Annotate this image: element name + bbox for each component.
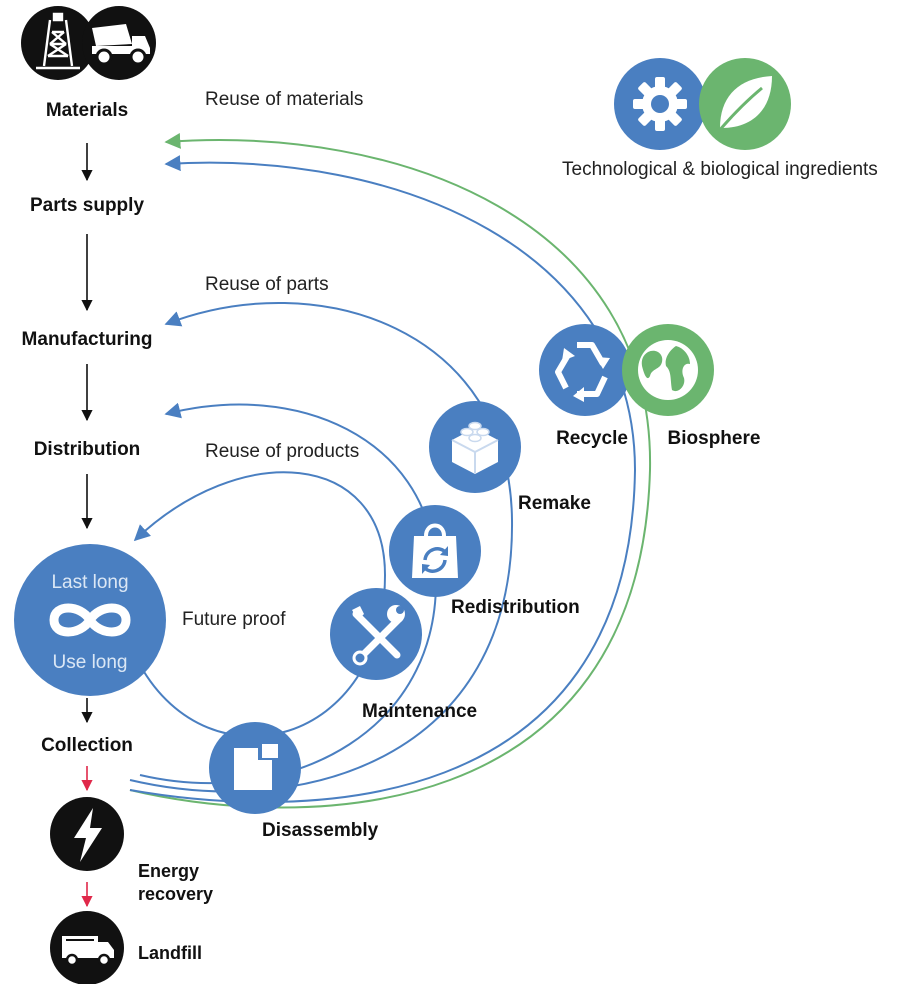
leaf-icon (699, 58, 791, 150)
gear-icon (614, 58, 706, 150)
disassembly-icon (209, 722, 301, 814)
collection-label: Collection (41, 735, 133, 756)
manufacturing-label: Manufacturing (22, 329, 153, 350)
garbage-truck-icon (50, 911, 124, 984)
oil-rig-icon (21, 6, 95, 80)
ingredients-label: Technological & biological ingredients (562, 159, 878, 180)
recycle-label: Recycle (556, 428, 628, 449)
future-proof-label: Future proof (182, 609, 286, 630)
materials-loop-green (129, 132, 652, 809)
distribution-label: Distribution (34, 439, 141, 460)
labels: Materials Parts supply Manufacturing Dis… (22, 89, 878, 963)
redistribution-label: Redistribution (451, 597, 580, 618)
brick-icon (429, 401, 521, 493)
center-circle: Last long Use long (14, 544, 166, 696)
energy-recovery-label-1: Energy (138, 861, 199, 881)
biosphere-label: Biosphere (668, 428, 761, 449)
parts-supply-label: Parts supply (30, 195, 144, 216)
recycle-icon (539, 324, 631, 416)
remake-label: Remake (518, 493, 591, 514)
dump-truck-icon (82, 6, 156, 80)
disassembly-label: Disassembly (262, 820, 379, 841)
materials-label: Materials (46, 100, 128, 121)
reuse-materials-label: Reuse of materials (205, 89, 363, 110)
lightning-icon (50, 797, 124, 871)
reuse-parts-label: Reuse of parts (205, 274, 329, 295)
reuse-products-label: Reuse of products (205, 441, 359, 462)
tools-icon (330, 588, 422, 680)
infinity-icon (49, 603, 131, 637)
center-top-label: Last long (51, 572, 128, 593)
maintenance-label: Maintenance (362, 701, 477, 722)
landfill-label: Landfill (138, 943, 202, 963)
materials-loop-blue (129, 155, 637, 804)
center-bottom-label: Use long (53, 652, 128, 673)
globe-icon (622, 324, 714, 416)
bag-refresh-icon (389, 505, 481, 597)
energy-recovery-label-2: recovery (138, 884, 213, 904)
